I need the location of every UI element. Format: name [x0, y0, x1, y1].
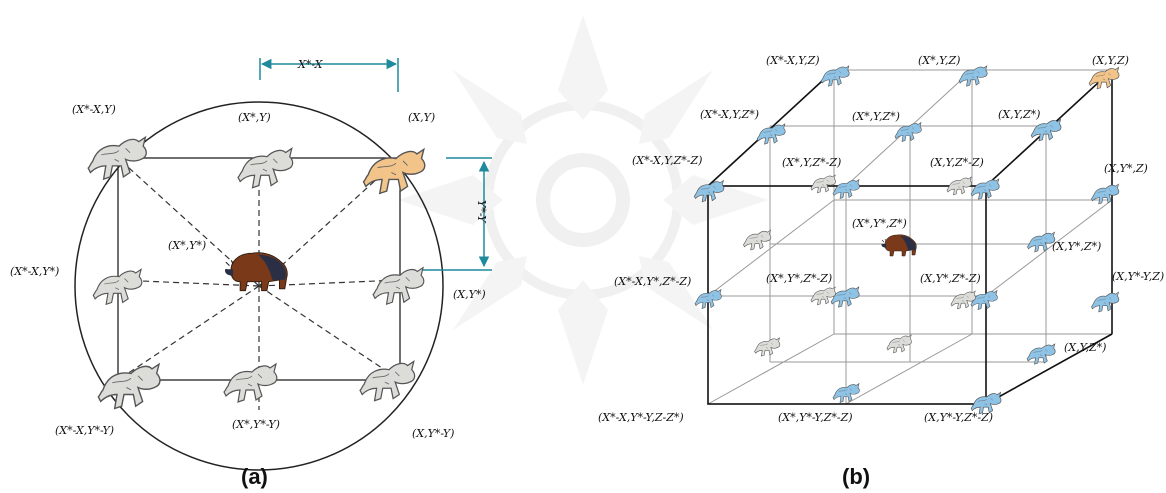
bison-icon	[881, 234, 917, 257]
label-b2: (X*,Y,Z)	[918, 54, 960, 67]
label-bl: (X*-X,Y*-Y)	[55, 424, 114, 437]
label-b17: (X,Y,Z*)	[1064, 341, 1106, 354]
label-b1: (X*-X,Y,Z)	[766, 54, 820, 67]
wolf-icon	[970, 290, 998, 310]
label-tl: (X*-X,Y)	[72, 103, 116, 116]
caption-b: (b)	[842, 464, 870, 489]
label-bc: (X*,Y*-Y)	[232, 418, 280, 431]
wolf-icon	[946, 176, 972, 196]
wolf-icon	[754, 337, 781, 357]
wolf-icon	[97, 363, 161, 410]
wolf-icon	[743, 229, 772, 251]
label-tc: (X*,Y)	[238, 111, 271, 124]
hunting-circle	[74, 101, 444, 471]
panel-b: (X*-X,Y,Z) (X*,Y,Z) (X,Y,Z) (X*-X,Y,Z*) …	[598, 54, 1164, 489]
label-b7: (X*-X,Y,Z*-Z)	[632, 154, 702, 167]
panel-a: X*-X Y*-Y (X*-X,Y) (X*,Y) (X,Y) (X*-X,Y*…	[10, 58, 492, 489]
label-ml: (X*-X,Y*)	[10, 265, 59, 278]
label-b5: (X*,Y,Z*)	[852, 110, 900, 123]
wolf-icon	[894, 122, 922, 142]
wolf-icon	[237, 147, 294, 189]
wolf-icon	[1091, 183, 1120, 205]
wolf-icon	[1027, 231, 1056, 253]
label-b18: (X*-X,Y*-Y,Z-Z*)	[598, 411, 684, 424]
wolf-icon	[223, 363, 278, 403]
ornamental-mandala-watermark	[398, 15, 768, 385]
label-b12: (X,Y*,Z*)	[1052, 240, 1101, 253]
label-mr: (X,Y*)	[453, 288, 486, 301]
wolf-icon	[958, 65, 988, 87]
dist-x-label: X*-X	[297, 58, 324, 71]
wolf-icon	[362, 148, 426, 195]
wolf-icon	[1026, 343, 1056, 365]
dist-y-label: Y*-Y	[475, 200, 488, 224]
label-b6: (X,Y,Z*)	[998, 108, 1040, 121]
label-br: (X,Y*-Y)	[412, 427, 454, 440]
label-b14: (X*,Y*,Z*-Z)	[766, 272, 832, 285]
label-b16: (X,Y*-Y,Z)	[1112, 270, 1164, 283]
distance-x-arrow	[259, 58, 399, 92]
label-b10: (X,Y*,Z)	[1104, 162, 1148, 175]
label-b4: (X*-X,Y,Z*)	[700, 108, 759, 121]
label-b9: (X,Y,Z*-Z)	[930, 156, 984, 169]
label-b8: (X*,Y,Z*-Z)	[782, 156, 841, 169]
wolf-icon	[1088, 67, 1120, 90]
label-b15: (X,Y*,Z*-Z)	[920, 272, 981, 285]
label-b11: (X*,Y*,Z*)	[852, 217, 907, 230]
wolf-icon	[820, 65, 850, 87]
label-b19: (X*,Y*-Y,Z*-Z)	[778, 411, 853, 424]
wolf-icon	[372, 266, 425, 305]
wolf-icon	[886, 334, 912, 354]
label-b13: (X*-X,Y*,Z*-Z)	[614, 275, 691, 288]
label-tr: (X,Y)	[408, 111, 435, 124]
wolf-icon	[359, 360, 416, 402]
wolf-icon	[970, 178, 1000, 200]
wolf-icon	[87, 136, 147, 180]
distance-y-arrow	[420, 157, 492, 271]
label-center: (X*,Y*)	[168, 239, 206, 252]
label-b3: (X,Y,Z)	[1092, 54, 1129, 67]
wolf-icon	[1091, 291, 1120, 313]
wolf-icon	[830, 286, 860, 308]
label-b20: (X,Y*-Y,Z*-Z)	[924, 411, 993, 424]
wolf-icon	[810, 174, 836, 194]
caption-a: (a)	[241, 464, 268, 489]
